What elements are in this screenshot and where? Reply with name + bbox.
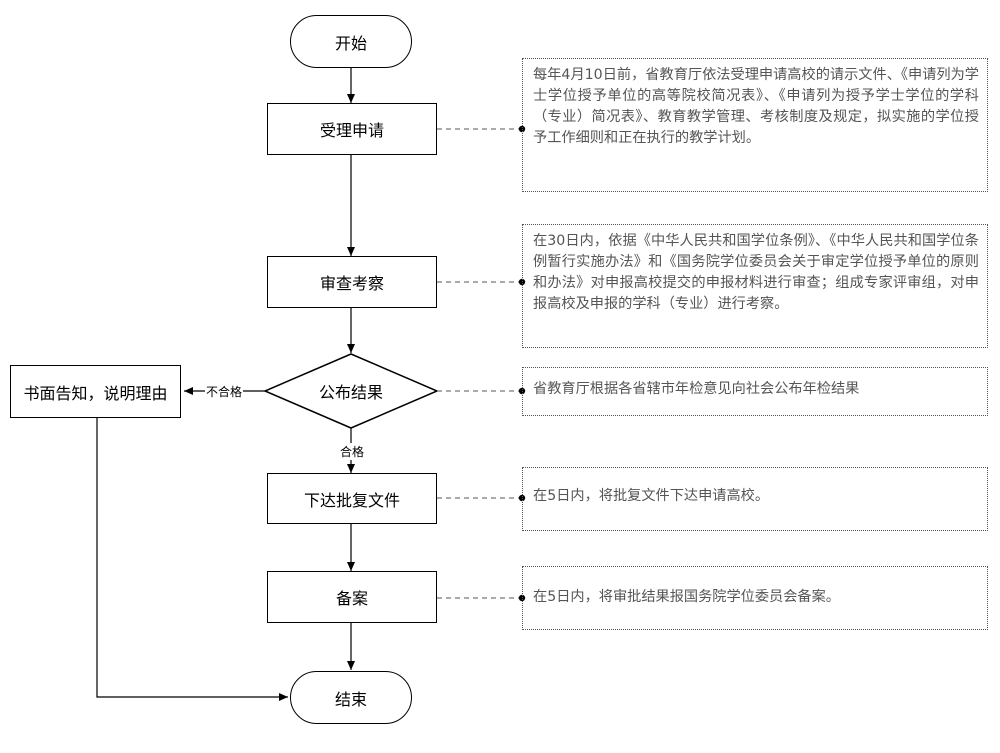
pass-edge-label: 合格 [339,443,366,460]
written-notice-label: 书面告知，说明理由 [23,383,168,403]
issue-approval-step: 下达批复文件 [267,473,437,524]
accept-application-label: 受理申请 [319,121,384,140]
start-node: 开始 [290,15,412,68]
review-inspect-label: 审查考察 [319,274,384,293]
announce-result-note: 省教育厅根据各省辖市年检意见向社会公布年检结果 [522,367,988,416]
fail-edge-label: 不合格 [205,383,244,400]
review-inspect-note: 在30日内，依据《中华人民共和国学位条例》、《中华人民共和国学位条例暂行实施办法… [522,224,988,348]
record-filing-step: 备案 [267,571,437,623]
announce-result-decision: 公布结果 [285,372,417,410]
accept-application-step: 受理申请 [267,103,437,155]
written-notice-step: 书面告知，说明理由 [10,365,181,418]
end-node: 结束 [290,671,412,724]
issue-approval-label: 下达批复文件 [303,490,400,510]
end-node-label: 结束 [334,689,367,709]
edge-notify-end [96,418,288,701]
record-filing-note: 在5日内，将审批结果报国务院学位委员会备案。 [522,566,988,630]
decision-diamond [263,353,439,429]
review-inspect-step: 审查考察 [267,256,437,308]
announce-result-label: 公布结果 [318,383,383,402]
accept-application-note: 每年4月10日前，省教育厅依法受理申请高校的请示文件、《申请列为学士学位授予单位… [522,58,988,192]
record-filing-label: 备案 [335,589,368,608]
issue-approval-note: 在5日内，将批复文件下达申请高校。 [522,467,988,531]
start-node-label: 开始 [334,33,367,53]
